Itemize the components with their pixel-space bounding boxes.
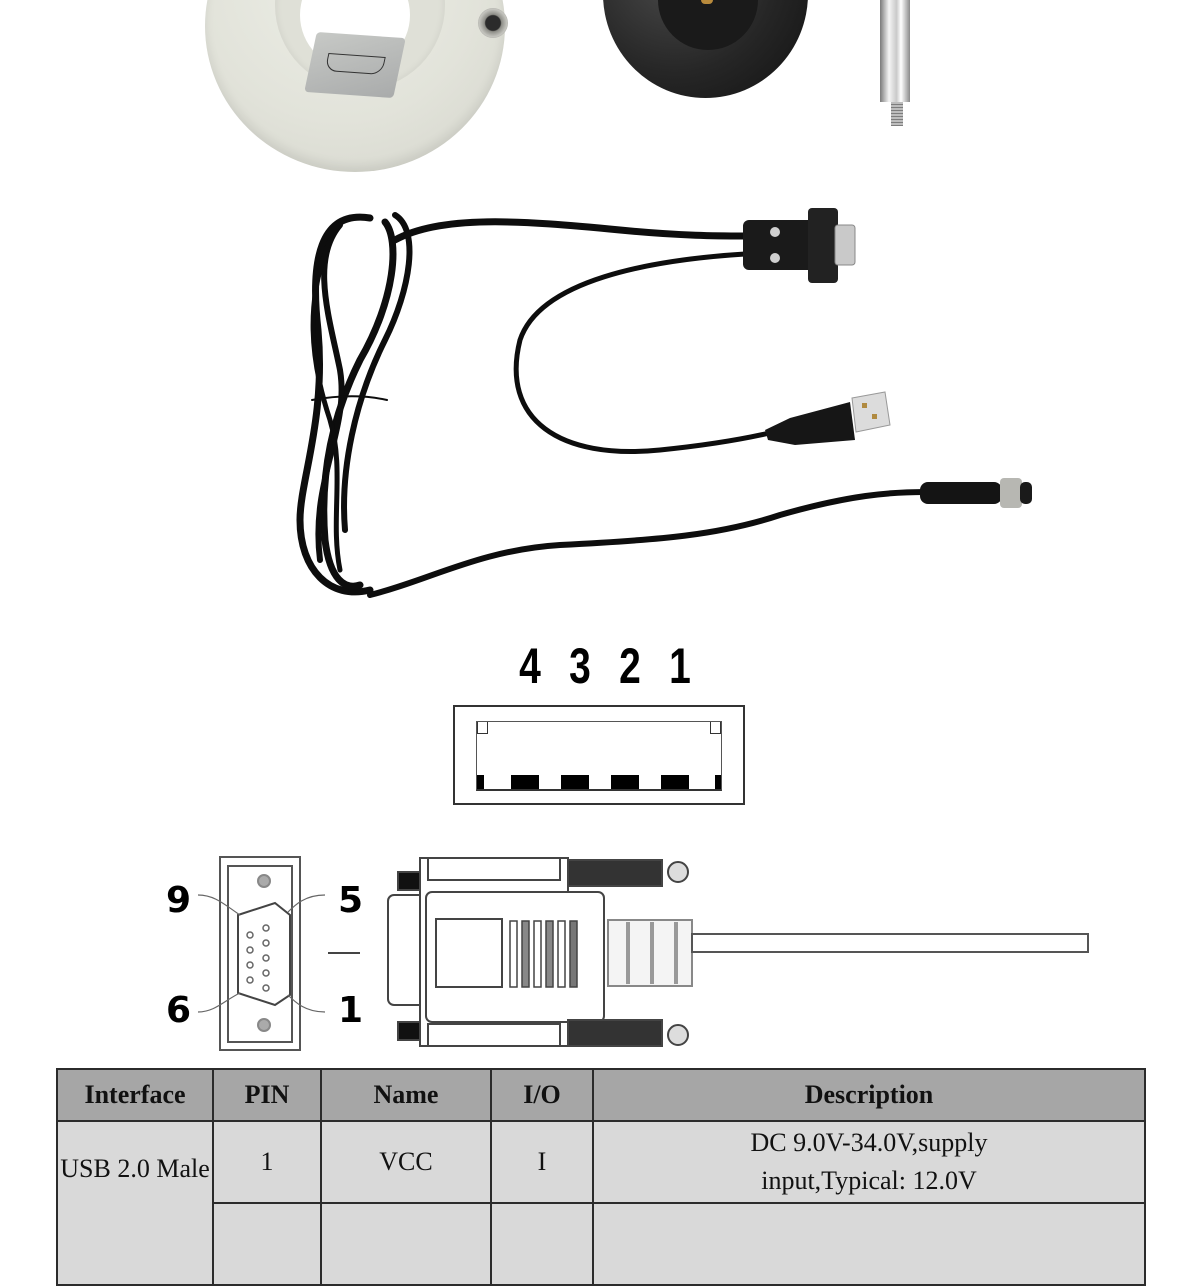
- usb-corner-left: [477, 722, 488, 734]
- db9-pin-9-label: 9: [166, 880, 191, 921]
- black-magnetic-mount-photo: [603, 0, 808, 98]
- usb-contact-pin: [611, 775, 639, 789]
- usb-contact-pin: [661, 775, 689, 789]
- usb-port-tongue: [476, 721, 722, 791]
- header-name: Name: [320, 1068, 492, 1122]
- cell-interface: USB 2.0 Male: [56, 1120, 214, 1286]
- db9-front-face: [197, 856, 326, 1051]
- m12-connector-socket: [478, 8, 508, 38]
- usb-contact-pin: [561, 775, 589, 789]
- cell-io: I: [490, 1120, 594, 1204]
- db9-connector: [743, 208, 856, 283]
- table-row-partial: [57, 1202, 1146, 1286]
- header-interface: Interface: [56, 1068, 214, 1122]
- cell-pin: 1: [212, 1120, 322, 1204]
- pole-thread: [891, 102, 903, 126]
- description-line-2: input,Typical: 12.0V: [761, 1166, 977, 1195]
- white-antenna-base-photo: [205, 0, 508, 172]
- y-cable-photo: [296, 208, 1032, 598]
- usb-corner-right: [710, 722, 721, 734]
- usb-pin-label: 3: [569, 638, 591, 694]
- db9-pin-6-label: 6: [166, 990, 191, 1031]
- usb-shield-left: [477, 775, 484, 789]
- mount-inner-ring: [658, 0, 758, 50]
- db9-side-view: [387, 857, 1089, 1047]
- header-description: Description: [592, 1068, 1146, 1122]
- pin-definition-table: Interface PIN Name I/O Description USB 2…: [56, 1068, 1146, 1286]
- usb-pin-numbers: 4 3 2 1: [505, 640, 705, 692]
- db9-pin-5-label: 5: [338, 880, 363, 921]
- usb-pin-label: 4: [519, 638, 541, 694]
- mount-thread-insert: [701, 0, 713, 4]
- cell-description: DC 9.0V-34.0V,supply input,Typical: 12.0…: [592, 1120, 1146, 1204]
- antenna-product-label: [304, 31, 406, 99]
- usb-pin-label: 1: [669, 638, 691, 694]
- usb-contact-pin: [511, 775, 539, 789]
- table-row: USB 2.0 Male 1 VCC I DC 9.0V-34.0V,suppl…: [56, 1120, 1146, 1286]
- table-header-row: Interface PIN Name I/O Description: [56, 1068, 1146, 1122]
- usb-port-outline: [453, 705, 745, 805]
- header-pin: PIN: [212, 1068, 322, 1122]
- usb-shield-right: [715, 775, 721, 789]
- boat-icon: [324, 53, 386, 76]
- description-line-1: DC 9.0V-34.0V,supply: [750, 1128, 988, 1157]
- db9-pinout-diagram: 9 5 6 1: [166, 856, 1089, 1051]
- db9-pin-1-label: 1: [338, 990, 363, 1031]
- header-io: I/O: [490, 1068, 594, 1122]
- m12-circular-connector: [920, 478, 1032, 508]
- usb-pin-label: 2: [619, 638, 641, 694]
- cell-name: VCC: [320, 1120, 492, 1204]
- chrome-extension-pole-photo: [880, 0, 910, 102]
- usb-a-connector: [765, 391, 891, 445]
